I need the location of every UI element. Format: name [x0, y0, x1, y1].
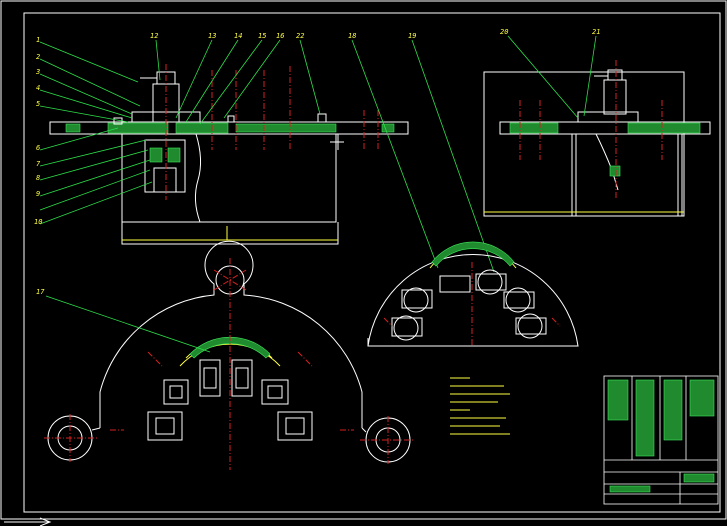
front-centerlines	[165, 64, 379, 200]
plan-view-secondary	[367, 241, 579, 347]
plan-secondary-centerlines	[383, 262, 561, 346]
side-view	[483, 69, 711, 217]
balloon-14: 14	[234, 32, 242, 40]
front-leaders-left	[39, 41, 153, 225]
balloon-10: 10	[34, 218, 42, 226]
balloon-12: 12	[150, 32, 158, 40]
front-view	[49, 71, 409, 245]
balloon-2: 2	[36, 53, 40, 61]
balloon-22: 22	[296, 32, 304, 40]
technical-notes	[450, 377, 510, 435]
front-leaders-top	[155, 39, 321, 125]
front-balloons-left: 1 2 3 4 5 6 7 8 9 10	[34, 36, 42, 226]
side-leaders: 20 21	[500, 28, 600, 119]
balloon-19: 19	[408, 32, 416, 40]
balloon-21: 21	[592, 28, 600, 36]
balloon-13: 13	[208, 32, 216, 40]
balloon-20: 20	[500, 28, 508, 36]
balloon-6: 6	[36, 144, 40, 152]
inner-sheet-border	[23, 12, 721, 513]
plan-view-main	[47, 240, 411, 463]
balloon-18: 18	[348, 32, 356, 40]
ucs-axis-icon	[4, 517, 52, 526]
balloon-8: 8	[36, 174, 40, 182]
far-leaders: 18 19	[348, 32, 495, 273]
plan-leader-17: 17	[36, 288, 211, 353]
balloon-1: 1	[36, 36, 40, 44]
balloon-17: 17	[36, 288, 45, 296]
balloon-3: 3	[35, 68, 40, 76]
balloon-5: 5	[36, 100, 40, 108]
balloon-15: 15	[258, 32, 266, 40]
front-balloons-top: 12 13 14 15 16 22	[150, 32, 304, 40]
balloon-7: 7	[36, 160, 41, 168]
balloon-16: 16	[276, 32, 284, 40]
title-block	[603, 375, 719, 505]
plan-main-centerlines	[44, 258, 414, 470]
balloon-4: 4	[36, 84, 40, 92]
side-centerlines	[519, 60, 663, 200]
balloon-9: 9	[36, 190, 40, 198]
